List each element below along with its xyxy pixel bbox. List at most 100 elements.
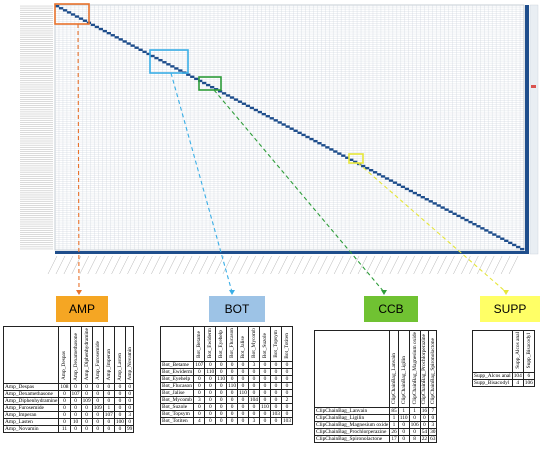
table-corner: [313, 329, 391, 409]
diagonal-cell: [241, 102, 247, 105]
highlight-box-bot: [149, 49, 189, 74]
column-label-tick: [47, 255, 58, 275]
diagonal-cell: [492, 233, 497, 236]
table-cell: 109: [91, 404, 104, 413]
row-header: Bot_Ewiderm: [159, 368, 195, 377]
column-header-label: Bot_Betame: [196, 331, 203, 359]
column-header-label: ClipChainBag_Magnesium oxide: [411, 332, 418, 405]
table-cell: 100: [113, 418, 126, 427]
table-cell: 0: [91, 418, 104, 427]
column-header-label: Amp_Furosemide: [94, 341, 101, 381]
column-label-tick: [381, 255, 392, 275]
table-cell: 85: [389, 407, 399, 416]
table-cell: 0: [193, 368, 206, 377]
column-label-tick: [246, 255, 256, 275]
diagonal-cell: [484, 229, 489, 232]
column-label-tick: [365, 255, 376, 275]
table-cell: 0: [91, 411, 104, 420]
matrix-gridlines: [54, 4, 525, 251]
diagonal-cell: [110, 34, 115, 37]
row-header: Bot_Suzole: [159, 403, 195, 412]
column-header-label: ClipChainBag_Ligilin: [400, 356, 407, 405]
column-header-label: Supp_Bisacodyl: [525, 333, 532, 369]
diagonal-cell: [321, 144, 326, 147]
diagonal-cell: [476, 225, 481, 228]
column-label-tick: [413, 255, 423, 275]
row-header: Amp_Imperan: [2, 411, 60, 420]
diagonal-cell: [372, 171, 378, 174]
table-cell: 0: [113, 425, 126, 434]
diagonal-cell: [154, 56, 159, 60]
row-header: Bot_Topsym: [159, 410, 195, 419]
column-header-label: Bot_Jalise: [239, 335, 246, 359]
diagonal-cell: [448, 210, 453, 213]
column-label-tick: [349, 255, 360, 275]
table-cell: 8: [408, 435, 421, 444]
column-header: Bot_Totiten: [280, 325, 294, 363]
diagonal-cell: [516, 245, 521, 249]
diagonal-cell: [464, 218, 469, 222]
diagonal-cell: [94, 25, 100, 29]
table-cell: 0: [269, 382, 282, 391]
diagonal-cell: [126, 42, 131, 45]
table-cell: 3: [247, 417, 261, 426]
table-cell: 0: [80, 390, 93, 399]
column-label-tick: [477, 255, 487, 275]
column-label-tick: [206, 255, 217, 275]
column-label-tick: [198, 255, 209, 275]
diagonal-cell: [444, 208, 449, 211]
column-header-label: Bot_Suzole: [261, 333, 268, 359]
diagonal-cell: [508, 241, 513, 245]
diagonal-cell: [512, 243, 517, 247]
column-label-tick: [254, 255, 264, 275]
column-label-tick: [278, 255, 288, 275]
column-label-tick: [500, 255, 511, 275]
table-cell: 0: [204, 361, 217, 370]
column-header: Bot_Topsym: [269, 325, 282, 363]
table-cell: 107: [102, 411, 115, 420]
column-label-tick: [389, 255, 400, 275]
column-label-tick: [421, 255, 431, 275]
column-label-tick: [143, 255, 153, 275]
table-cell: 0: [226, 361, 239, 370]
diagonal-cell: [281, 123, 286, 126]
diagonal-cell: [170, 65, 175, 68]
diagonal-cell: [420, 196, 425, 199]
table-cell: 3: [428, 421, 438, 430]
diagonal-cell: [146, 52, 151, 56]
diagonal-cell: [432, 202, 437, 205]
column-label-tick: [182, 255, 193, 275]
diagonal-cell: [257, 110, 262, 114]
diagonal-cell: [396, 183, 402, 186]
diagonal-cell: [412, 191, 417, 195]
row-header: Amp_Lasten: [2, 418, 60, 427]
column-label-tick: [95, 255, 105, 275]
diagonal-cell: [122, 40, 127, 43]
column-header-label: Amp_Dexamethasone: [72, 332, 79, 381]
row-header: Supp_Bisacodyl: [472, 378, 513, 387]
column-header: Bot_Suzole: [259, 325, 271, 363]
column-label-tick: [238, 255, 248, 275]
row-header: ClipChainBag_Magnesium oxide: [313, 421, 391, 430]
table-cell: 0: [269, 368, 282, 377]
table-cell: 4: [193, 417, 206, 426]
table-cell: 0: [69, 383, 82, 392]
table-cell: 109: [80, 397, 93, 406]
column-label-tick: [111, 255, 121, 275]
table-cell: 0: [237, 375, 249, 384]
diagonal-cell: [460, 216, 465, 220]
diagonal-cell: [504, 239, 509, 242]
table-cell: 0: [204, 389, 217, 398]
table-cell: 0: [269, 375, 282, 384]
column-header: Bot_Ewiderm: [204, 325, 217, 363]
table-cell: 0: [124, 397, 135, 406]
table-cell: 1: [408, 407, 421, 416]
diagonal-cell: [452, 212, 457, 216]
diagonal-cell: [142, 50, 147, 54]
